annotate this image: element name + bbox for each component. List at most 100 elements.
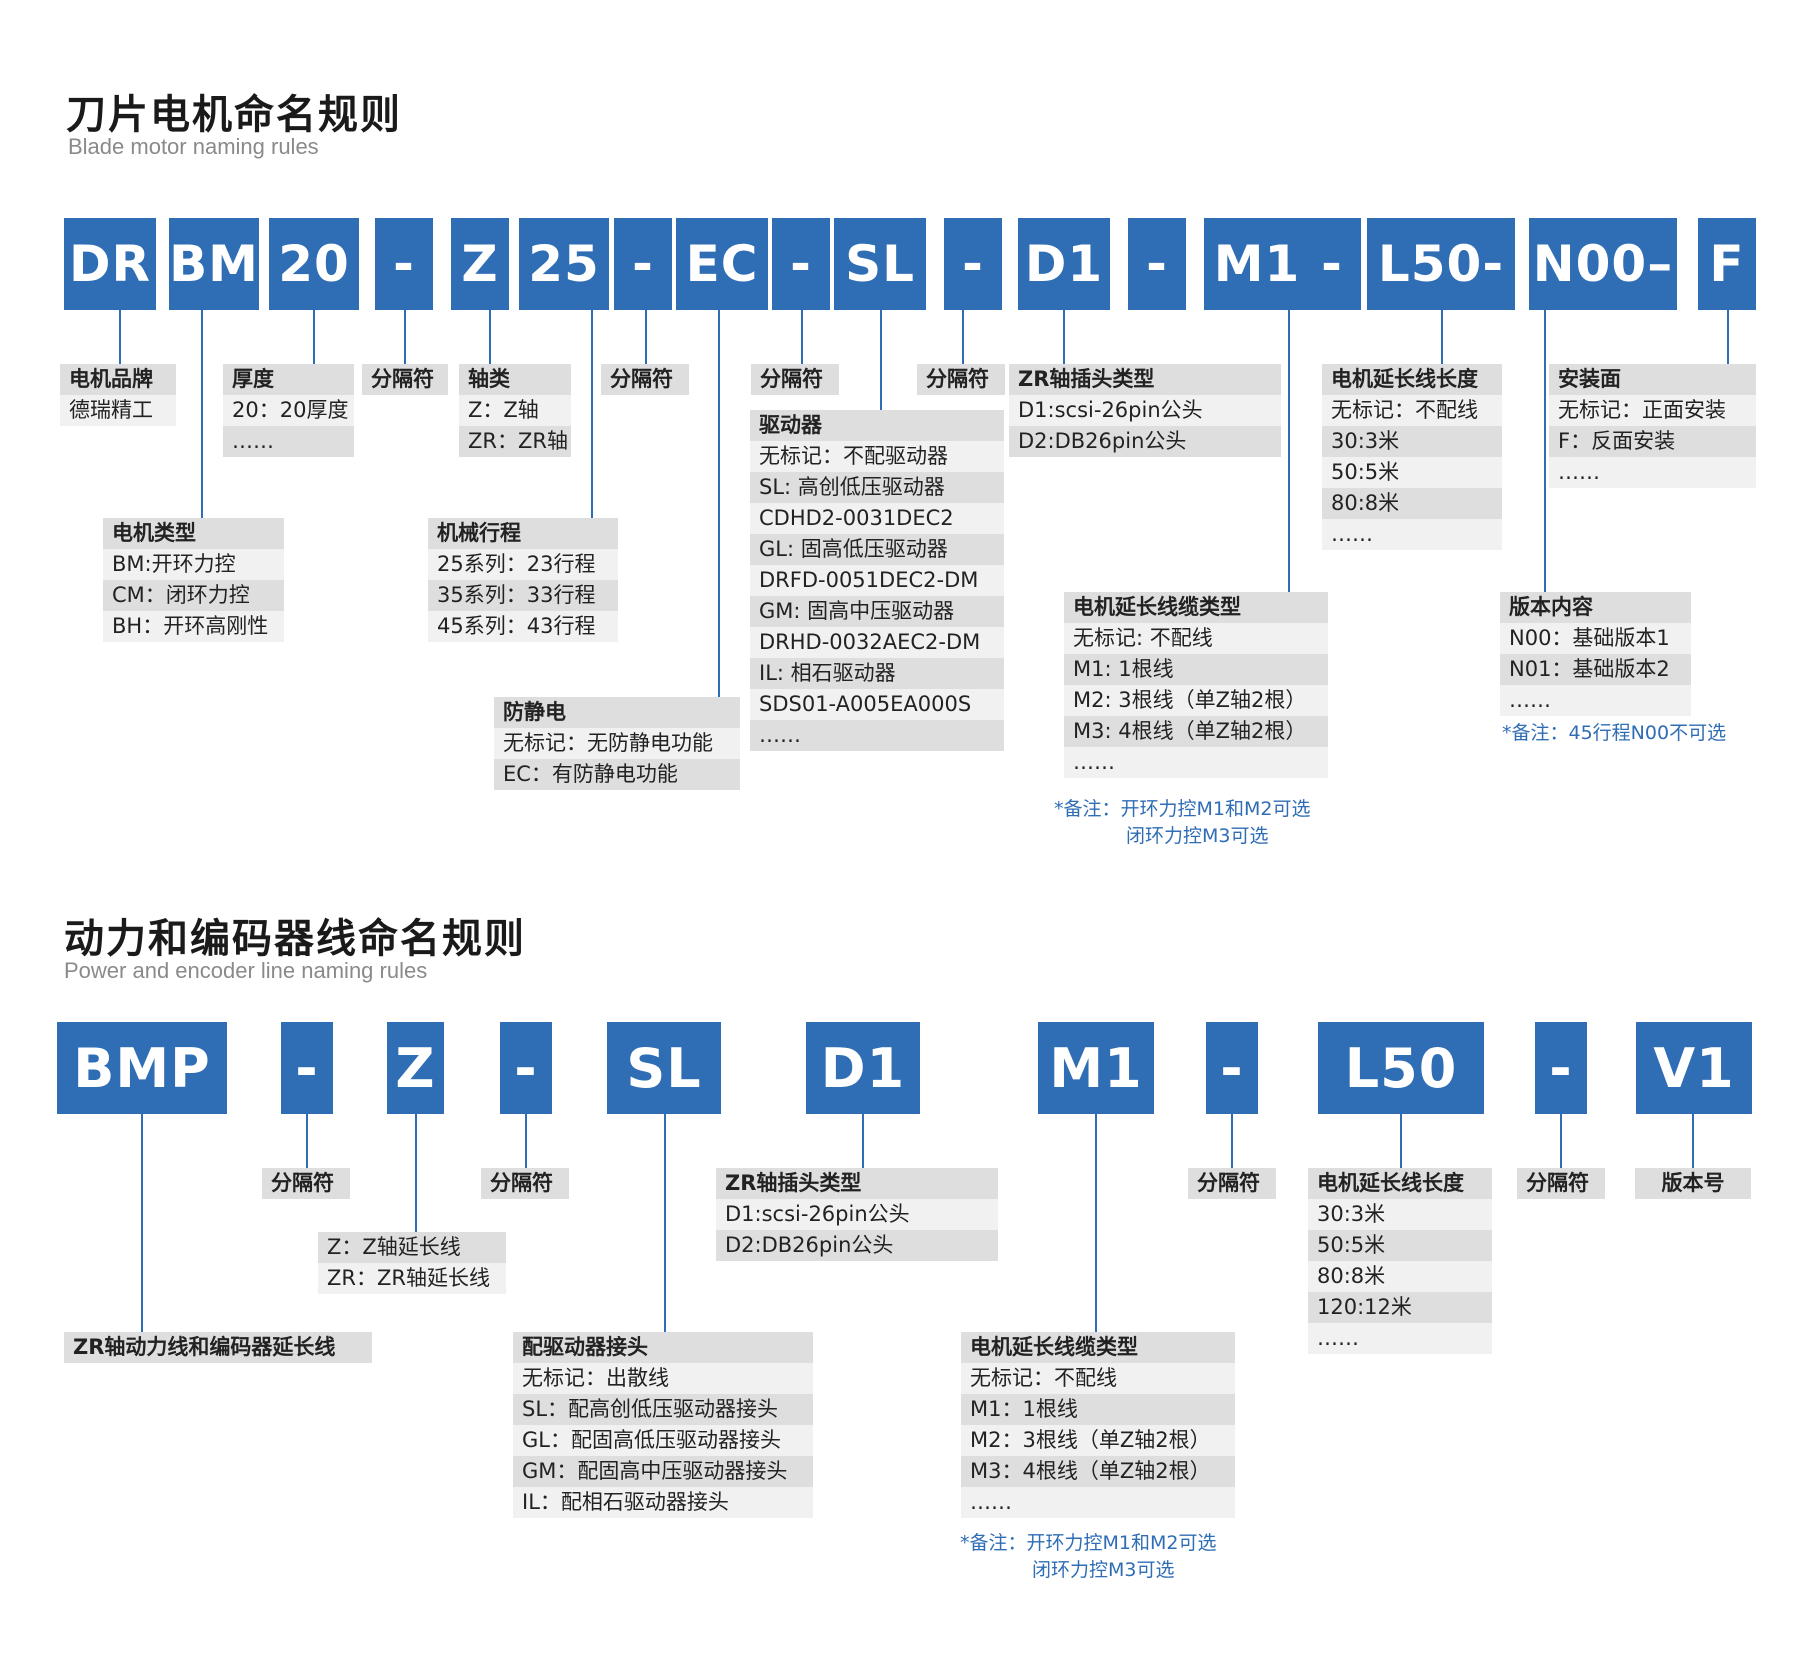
separator-label: 分隔符 <box>362 364 448 395</box>
separator-box: 分隔符 <box>751 364 839 395</box>
connector-line <box>1095 1114 1097 1332</box>
separator-label: 分隔符 <box>601 364 689 395</box>
stroke-row: 45系列：43行程 <box>428 611 618 642</box>
axis-box: Z：Z轴延长线 ZR：ZR轴延长线 <box>318 1232 506 1294</box>
driver-conn-row: SL：配高创低压驱动器接头 <box>513 1394 813 1425</box>
stroke-box: 机械行程 25系列：23行程 35系列：33行程 45系列：43行程 <box>428 518 618 642</box>
mount-header: 安装面 <box>1549 364 1756 395</box>
connector-line <box>1544 310 1546 592</box>
plug-header: ZR轴插头类型 <box>716 1168 998 1199</box>
cable-type-row: M3: 4根线（单Z轴2根） <box>1064 716 1328 747</box>
antistatic-box: 防静电 无标记：无防静电功能 EC：有防静电功能 <box>494 697 740 790</box>
code-driver: SL <box>607 1022 721 1114</box>
separator-label: 分隔符 <box>751 364 839 395</box>
connector-line <box>1400 1114 1402 1168</box>
cable-type-row: M2：3根线（单Z轴2根） <box>961 1425 1235 1456</box>
version-row: N00：基础版本1 <box>1500 623 1691 654</box>
connector-line <box>664 1114 666 1332</box>
driver-row: GM: 固高中压驱动器 <box>750 596 1004 627</box>
separator-box: 分隔符 <box>1188 1168 1276 1199</box>
cable-type-note: 闭环力控M3可选 <box>1126 825 1269 847</box>
connector-line <box>525 1114 527 1168</box>
separator-label: 分隔符 <box>481 1168 569 1199</box>
separator-box: 分隔符 <box>917 364 1005 395</box>
separator-label: 分隔符 <box>1188 1168 1276 1199</box>
code-driver: SL <box>834 218 926 310</box>
driver-row: GL: 固高低压驱动器 <box>750 534 1004 565</box>
thickness-header: 厚度 <box>223 364 354 395</box>
axis-row: ZR：ZR轴 <box>459 426 571 457</box>
section1-subtitle: Blade motor naming rules <box>68 134 319 159</box>
code-separator: - <box>281 1022 333 1114</box>
separator-box: 分隔符 <box>601 364 689 395</box>
version-box: 版本号 <box>1635 1168 1751 1199</box>
connector-line <box>880 310 882 410</box>
connector-line <box>119 310 121 364</box>
stroke-header: 机械行程 <box>428 518 618 549</box>
axis-row: ZR：ZR轴延长线 <box>318 1263 506 1294</box>
code-separator: - <box>944 218 1002 310</box>
code-motor-type: BM <box>169 218 259 310</box>
connector-line <box>1692 1114 1694 1168</box>
separator-label: 分隔符 <box>262 1168 350 1199</box>
mount-box: 安装面 无标记：正面安装 F：反面安装 …… <box>1549 364 1756 488</box>
code-cable-type: M1 <box>1038 1022 1154 1114</box>
driver-row: CDHD2-0031DEC2 <box>750 503 1004 534</box>
connector-line <box>862 1114 864 1168</box>
section1-title: 刀片电机命名规则 <box>66 92 402 138</box>
cable-type-row: …… <box>961 1487 1235 1518</box>
code-antistatic: EC <box>676 218 768 310</box>
cable-length-row: 30:3米 <box>1322 426 1502 457</box>
code-separator: - <box>1535 1022 1587 1114</box>
connector-line <box>141 1114 143 1332</box>
version-row: N01：基础版本2 <box>1500 654 1691 685</box>
connector-line <box>1288 310 1290 592</box>
code-cable-length: L50 <box>1318 1022 1484 1114</box>
brand-box: 电机品牌 德瑞精工 <box>60 364 176 426</box>
plug-row: D2:DB26pin公头 <box>1009 426 1281 457</box>
version-header: 版本号 <box>1635 1168 1751 1199</box>
cable-type-note: *备注：开环力控M1和M2可选 <box>1054 798 1311 820</box>
separator-box: 分隔符 <box>262 1168 350 1199</box>
plug-box: ZR轴插头类型 D1:scsi-26pin公头 D2:DB26pin公头 <box>1009 364 1281 457</box>
code-stroke: 25 <box>519 218 609 310</box>
cable-length-box: 电机延长线长度 30:3米 50:5米 80:8米 120:12米 …… <box>1308 1168 1492 1354</box>
driver-row: 无标记：不配驱动器 <box>750 441 1004 472</box>
code-separator: - <box>772 218 830 310</box>
motor-type-row: BH：开环高刚性 <box>103 611 284 642</box>
cable-length-row: 80:8米 <box>1308 1261 1492 1292</box>
mount-row: …… <box>1549 457 1756 488</box>
driver-conn-box: 配驱动器接头 无标记：出散线 SL：配高创低压驱动器接头 GL：配固高低压驱动器… <box>513 1332 813 1518</box>
separator-box: 分隔符 <box>362 364 448 395</box>
connector-line <box>415 1114 417 1232</box>
connector-line <box>962 310 964 364</box>
thickness-box: 厚度 20：20厚度 …… <box>223 364 354 457</box>
cable-type-row: 无标记：不配线 <box>961 1363 1235 1394</box>
version-note: *备注：45行程N00不可选 <box>1502 722 1727 744</box>
plug-row: D1:scsi-26pin公头 <box>1009 395 1281 426</box>
mount-row: 无标记：正面安装 <box>1549 395 1756 426</box>
brand-row: 德瑞精工 <box>60 395 176 426</box>
motor-type-row: BM:开环力控 <box>103 549 284 580</box>
cable-length-row: 30:3米 <box>1308 1199 1492 1230</box>
code-cable-type: M1 <box>1204 218 1310 310</box>
code-separator: - <box>375 218 433 310</box>
code-separator: - <box>1303 218 1361 310</box>
motor-type-header: 电机类型 <box>103 518 284 549</box>
plug-row: D2:DB26pin公头 <box>716 1230 998 1261</box>
axis-row: Z：Z轴延长线 <box>318 1232 506 1263</box>
driver-conn-row: 无标记：出散线 <box>513 1363 813 1394</box>
cable-type-row: 无标记: 不配线 <box>1064 623 1328 654</box>
code-thickness: 20 <box>269 218 359 310</box>
separator-box: 分隔符 <box>481 1168 569 1199</box>
code-plug: D1 <box>1018 218 1110 310</box>
driver-conn-row: GL：配固高低压驱动器接头 <box>513 1425 813 1456</box>
separator-label: 分隔符 <box>1517 1168 1605 1199</box>
connector-line <box>1560 1114 1562 1168</box>
code-plug: D1 <box>806 1022 920 1114</box>
stroke-row: 25系列：23行程 <box>428 549 618 580</box>
connector-line <box>201 310 203 518</box>
motor-type-box: 电机类型 BM:开环力控 CM：闭环力控 BH：开环高刚性 <box>103 518 284 642</box>
connector-line <box>801 310 803 364</box>
cable-type-header: 电机延长线缆类型 <box>1064 592 1328 623</box>
